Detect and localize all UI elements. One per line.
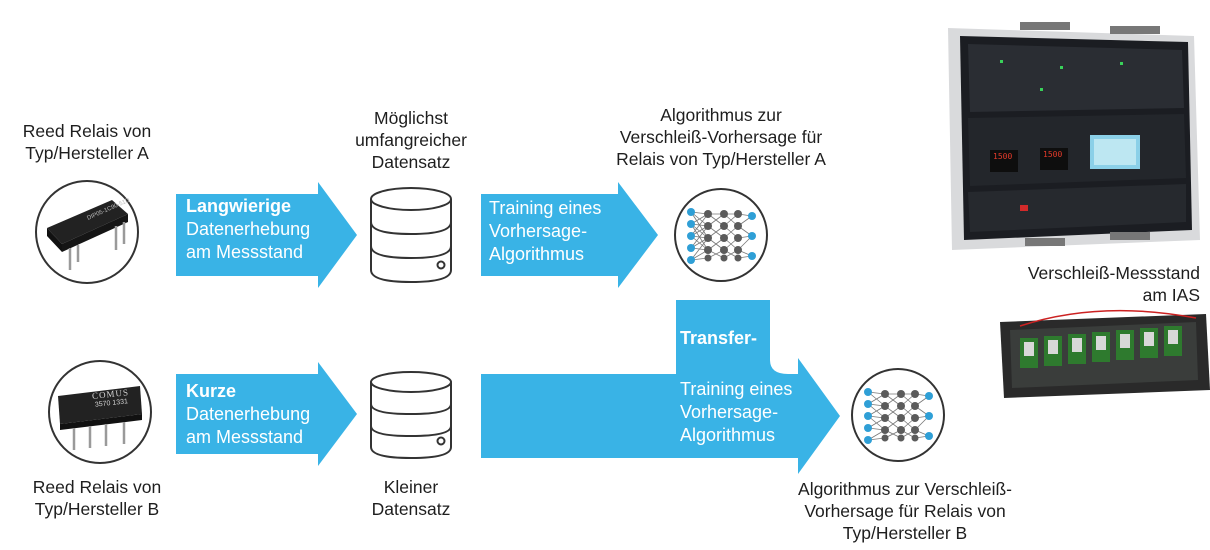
- top-collection-arrow-text: Langwierige Datenerhebung am Messstand: [186, 195, 310, 264]
- database-icon-top: [370, 187, 452, 284]
- transfer-label: Transfer-: [680, 327, 757, 350]
- top-training-arrow-line-3: Algorithmus: [489, 244, 585, 264]
- top-dataset-label-line-2: umfangreicher: [355, 130, 467, 150]
- bottom-dataset-label: Kleiner Datensatz: [346, 476, 476, 520]
- top-algorithm-label: Algorithmus zur Verschleiß-Vorhersage fü…: [596, 104, 846, 170]
- test-stand-label: Verschleiß-Messstand am IAS: [970, 262, 1200, 306]
- relay-a-image: DIP05-1C90-51D: [35, 180, 139, 284]
- relay-b-label-line-2: Typ/Hersteller B: [34, 499, 160, 519]
- top-dataset-label-line-3: Datensatz: [371, 152, 451, 172]
- bottom-training-arrow-text: Training eines Vorhersage- Algorithmus: [680, 378, 792, 447]
- relay-b-label: Reed Relais von Typ/Hersteller B: [12, 476, 182, 520]
- bottom-training-arrow: [481, 358, 840, 474]
- test-stand-label-line-2: am IAS: [1142, 285, 1200, 305]
- relay-b-image: [48, 360, 152, 464]
- test-stand-label-line-1: Verschleiß-Messstand: [1027, 263, 1200, 283]
- transfer-connector: [676, 300, 790, 378]
- top-training-arrow-text: Training eines Vorhersage- Algorithmus: [489, 197, 601, 266]
- bottom-dataset-label-line-1: Kleiner: [383, 477, 439, 497]
- top-algorithm-label-line-1: Algorithmus zur: [660, 105, 782, 125]
- database-icon-bottom: [370, 371, 452, 460]
- top-dataset-label-line-1: Möglichst: [374, 108, 448, 128]
- bottom-collection-arrow-line-2: am Messstand: [186, 427, 304, 447]
- bottom-algorithm-label: Algorithmus zur Verschleiß- Vorhersage f…: [760, 478, 1050, 544]
- top-training-arrow: [481, 182, 658, 288]
- relay-b-label-line-1: Reed Relais von: [32, 477, 162, 497]
- bottom-training-arrow-line-3: Algorithmus: [680, 425, 776, 445]
- top-training-arrow-line-1: Training eines: [489, 198, 602, 218]
- top-collection-arrow-bold: Langwierige: [186, 196, 292, 216]
- bottom-collection-arrow-line-1: Datenerhebung: [186, 404, 311, 424]
- bottom-training-arrow-line-2: Vorhersage-: [680, 402, 779, 422]
- top-collection-arrow: [176, 182, 357, 288]
- relay-a-label: Reed Relais von Typ/Hersteller A: [2, 120, 172, 164]
- bottom-dataset-label-line-2: Datensatz: [371, 499, 451, 519]
- bottom-algorithm-label-line-2: Vorhersage für Relais von: [804, 501, 1006, 521]
- bottom-algorithm-label-line-3: Typ/Hersteller B: [842, 523, 968, 543]
- bottom-collection-arrow: [176, 362, 357, 466]
- relay-a-label-line-2: Typ/Hersteller A: [25, 143, 149, 163]
- top-training-arrow-line-2: Vorhersage-: [489, 221, 588, 241]
- relay-board-image: [1000, 309, 1210, 398]
- bottom-training-arrow-line-1: Training eines: [680, 379, 793, 399]
- bottom-algorithm-label-line-1: Algorithmus zur Verschleiß-: [798, 479, 1012, 499]
- top-algorithm-label-line-2: Verschleiß-Vorhersage für: [619, 127, 823, 147]
- transfer-label-text: Transfer-: [680, 328, 758, 348]
- top-algorithm-label-line-3: Relais von Typ/Hersteller A: [616, 149, 826, 169]
- neural-network-icon-bottom: [851, 368, 945, 462]
- top-collection-arrow-line-1: Datenerhebung: [186, 219, 311, 239]
- bottom-collection-arrow-bold: Kurze: [186, 381, 237, 401]
- top-collection-arrow-line-2: am Messstand: [186, 242, 304, 262]
- top-dataset-label: Möglichst umfangreicher Datensatz: [336, 107, 486, 173]
- stand-display-1: 1500: [993, 152, 1013, 161]
- relay-a-label-line-1: Reed Relais von: [22, 121, 152, 141]
- bottom-collection-arrow-text: Kurze Datenerhebung am Messstand: [186, 380, 310, 449]
- neural-network-icon-top: [674, 188, 768, 282]
- stand-display-2: 1500: [1043, 150, 1063, 159]
- test-stand-image: [948, 22, 1200, 250]
